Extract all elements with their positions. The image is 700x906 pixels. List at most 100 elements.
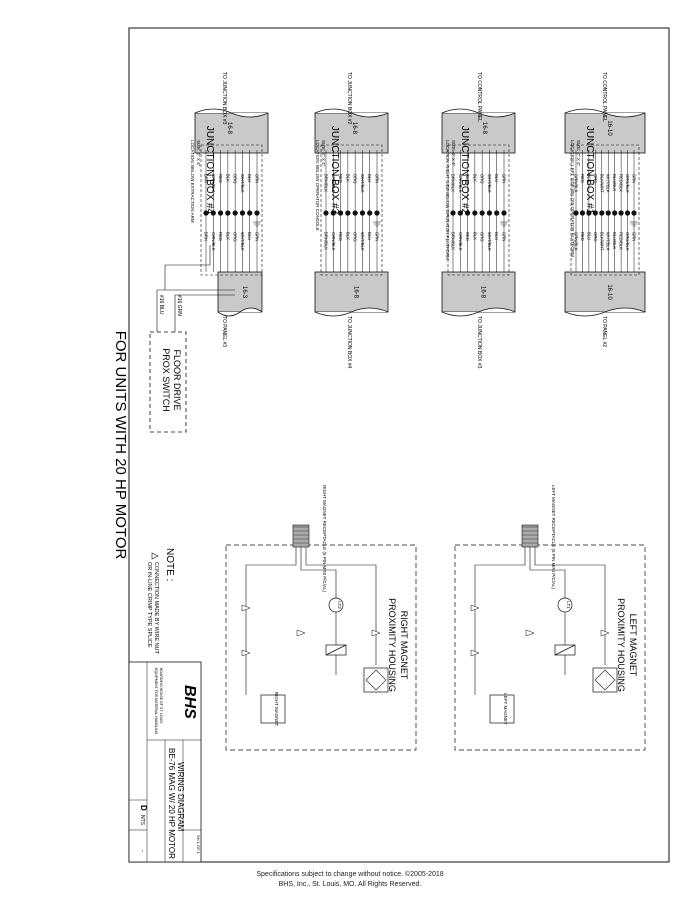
wire-label-bottom: BRN/BLK [451, 232, 456, 250]
wire-label-bottom: GRN/BLK [331, 232, 336, 251]
wire-label-top: BLK [225, 174, 230, 182]
wire-label-bottom: BLK [472, 232, 477, 240]
terminal-dot [247, 210, 253, 216]
prox-sensor-icon [592, 667, 618, 693]
receptacle-label: RIGHT MAGNET RECEPTACLE (5 PIN MINI P/C/… [322, 485, 327, 593]
wire-label-top: ORG [353, 174, 358, 184]
receptacle-label: LEFT MAGNET RECEPTACLE (5 PIN MINI P/C/A… [551, 485, 556, 590]
wire-label-bottom: BLU [494, 232, 499, 240]
wire-label-top: BRN [204, 174, 209, 183]
cable-top-break [314, 108, 389, 118]
wire-label-bottom: RED/BLK [619, 232, 624, 250]
note-line-1: CONNECTION MADE BY WIRE NUT [153, 562, 159, 655]
magnet-label: RIGHT MAGNET [274, 692, 279, 727]
cable-top-label: 16-8 [226, 122, 232, 135]
circuit-wire-top [305, 547, 377, 665]
cable-top-break [441, 108, 516, 118]
junction-enclosure [570, 144, 640, 276]
housing-enclosure [225, 544, 417, 751]
wire-label-top: GRN [255, 174, 260, 183]
splice-triangle-icon [371, 629, 381, 637]
junction-box-4: 16-816-3GRNGRNBLUBLUWHT/BLKWHT/BLKORGORG… [190, 72, 269, 347]
cable-bottom [564, 271, 646, 313]
terminal-dot [217, 210, 224, 216]
receptacle-connector [292, 524, 310, 548]
floor-switch-wire-b: #16 BLU [158, 295, 164, 315]
cable-bottom-label: 16-8 [353, 286, 359, 299]
wire-label-top: ORG/BLK [625, 174, 630, 193]
ground-icon [630, 221, 638, 227]
footer-line-1: Specifications subject to change without… [256, 871, 444, 878]
wire-label-top: WHT/BLK [606, 174, 611, 193]
cable-bottom-label: 16-8 [480, 286, 486, 299]
wire-label-bottom: GRN/BLK [458, 232, 463, 251]
terminal-dot [203, 210, 209, 216]
wire-label-bottom: BLU [586, 232, 591, 240]
junction-box-location: LOCATION: BELOW OPERATOR CONSOLE [315, 140, 320, 231]
wire-label-top: GRN/BLK [574, 174, 579, 193]
title-block-rev: - [139, 850, 145, 852]
terminal-dot [225, 210, 231, 216]
terminal-dot [457, 210, 463, 216]
destination-bottom: TO JUNCTION BOX #3 [476, 316, 482, 369]
splice-triangle-icon [525, 629, 535, 637]
junction-box-location: LOCATION: LEFT SIDE BELOW OPERATOR PLATF… [570, 140, 575, 257]
wire-label-bottom: GRN [632, 232, 637, 241]
terminal-dot [367, 210, 373, 216]
terminal-dot [592, 210, 598, 216]
ground-icon [500, 221, 508, 227]
cable-bottom-label: 16-10 [606, 284, 612, 300]
wire-label-bottom: GRN/BLK [574, 232, 579, 251]
suppressor-slash [325, 644, 347, 656]
suppressor-slash [554, 644, 576, 656]
junction-box-1: 16-1016-10GRNGRNORG/BLKORG/BLKRED/BLKRED… [564, 72, 646, 347]
wire-label-top: BLU [367, 174, 372, 182]
wire-label-bottom: BLK [345, 232, 350, 240]
wire-label-top: BLU/BLK [612, 174, 617, 191]
circuit-wire-mid [529, 547, 566, 675]
wire-label-top: BLK [472, 174, 477, 182]
wire-label-bottom: ORG/BLK [625, 232, 630, 251]
wire-label-top: RED [218, 174, 223, 183]
junction-box-2: 16-816-8GRNGRNBLUBLUWHT/BLKWHT/BLKORGORG… [441, 72, 516, 369]
destination-bottom: TO PANEL #2 [601, 316, 607, 347]
main-title: FOR UNITS WITH 20 HP MOTOR [112, 331, 129, 560]
title-block-scale: NTS [139, 815, 145, 826]
terminal-dot [450, 210, 456, 216]
drawing-border [128, 27, 670, 863]
wire-label-top: BRN/BLK [451, 174, 456, 192]
magnet-label: LEFT MAGNET [503, 693, 508, 725]
floor-switch-box [149, 331, 187, 433]
circuit-wire-mid [300, 547, 337, 675]
junction-box-title: JUNCTION BOX #4 [204, 126, 215, 215]
floor-switch-wire-a-line [174, 294, 235, 332]
terminal-dot [618, 210, 624, 216]
floor-switch-label-1: FLOOR DRIVE [172, 349, 182, 410]
terminal-dot [501, 210, 507, 216]
floor-drive-prox-switch: FLOOR DRIVE PROX SWITCH #16 GRN #16 BLU [149, 245, 235, 433]
wire-label-bottom: BLU [247, 232, 252, 240]
magnet-box [489, 694, 515, 724]
wire-label-bottom: ORG [353, 232, 358, 242]
wire-label-bottom: BLK/WHT [599, 232, 604, 251]
circuit-wire-top [534, 547, 606, 665]
terminal-dot [599, 210, 605, 216]
wire-label-top: WHT/BLK [240, 174, 245, 193]
junction-enclosure [200, 144, 263, 276]
wire-label-top: WHT/BLK [360, 174, 365, 193]
splice-triangle-icon [470, 604, 480, 612]
indicator-light-label: LT1 [566, 601, 571, 609]
title-block-size: D [139, 805, 148, 811]
wire-label-bottom: RED [465, 232, 470, 241]
wire-label-top: BLK [345, 174, 350, 182]
cable-top-label: 16-10 [606, 120, 612, 136]
destination-top: TO JUNCTION BOX #2 [346, 72, 352, 125]
terminal-dot [479, 210, 485, 216]
terminal-dot [464, 210, 471, 216]
cable-top-label: 16-8 [481, 122, 487, 135]
terminal-dot [323, 210, 329, 216]
circuit-wire-bottom [245, 547, 297, 695]
wire-label-top: GRN/BLK [458, 174, 463, 193]
